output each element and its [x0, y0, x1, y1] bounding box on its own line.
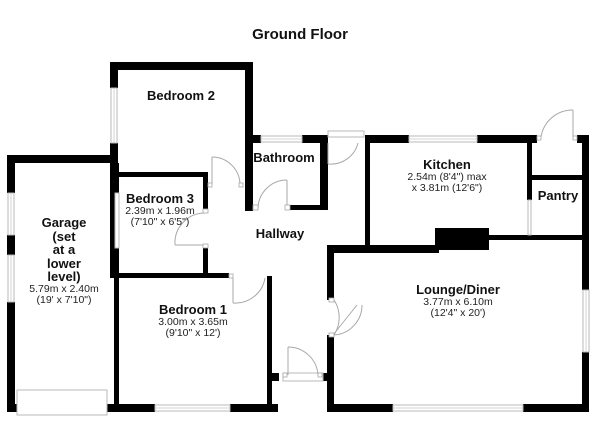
room-name: Bedroom 3 — [126, 191, 194, 206]
room-name-line: lower — [47, 255, 81, 271]
room-dimensions-imperial: (9'10" x 12') — [165, 327, 221, 339]
room-bedroom-3: Bedroom 3 2.39m x 1.96m (7'10" x 6'5") — [125, 192, 194, 228]
room-dimensions-imperial: x 3.81m (12'6") — [411, 182, 483, 194]
windows — [7, 87, 590, 416]
room-dimensions-metric: 2.54m (8'4") max — [407, 171, 487, 183]
room-kitchen: Kitchen 2.54m (8'4") max x 3.81m (12'6") — [407, 158, 486, 194]
room-lounge-diner: Lounge/Diner 3.77m x 6.10m (12'4" x 20') — [416, 283, 500, 319]
room-name: Lounge/Diner — [416, 282, 500, 297]
room-name: Bedroom 1 — [159, 302, 227, 317]
room-garage: Garage (set at a lower level) 5.79m x 2.… — [29, 216, 98, 306]
room-name: Bathroom — [253, 150, 315, 165]
room-name: Hallway — [255, 226, 305, 241]
room-dimensions-imperial: (7'10" x 6'5") — [130, 216, 190, 228]
room-pantry: Pantry — [538, 189, 578, 203]
room-dimensions-metric: 3.77m x 6.10m — [423, 296, 493, 308]
room-name-line: at a — [52, 242, 76, 257]
room-hallway: Hallway — [256, 227, 304, 241]
doors — [174, 109, 578, 378]
room-dimensions-metric: 2.39m x 1.96m — [125, 205, 195, 217]
room-dimensions-imperial: (12'4" x 20') — [430, 307, 486, 319]
room-name-line: Garage — [41, 215, 87, 230]
room-dimensions-metric: 5.79m x 2.40m — [29, 282, 99, 295]
floor-title: Ground Floor — [252, 26, 348, 43]
room-name-line: level) — [47, 269, 81, 284]
room-name-line: (set — [52, 228, 76, 244]
room-name: Kitchen — [423, 157, 471, 172]
room-bedroom-1: Bedroom 1 3.00m x 3.65m (9'10" x 12') — [158, 303, 227, 339]
room-bedroom-2: Bedroom 2 — [147, 89, 215, 103]
walls — [7, 62, 589, 412]
room-name: Bedroom 2 — [147, 88, 215, 103]
room-name: Pantry — [537, 188, 579, 203]
room-bathroom: Bathroom — [253, 151, 314, 165]
room-dimensions-metric: 3.00m x 3.65m — [158, 316, 228, 328]
room-dimensions-imperial: (19' x 7'10") — [36, 293, 92, 306]
